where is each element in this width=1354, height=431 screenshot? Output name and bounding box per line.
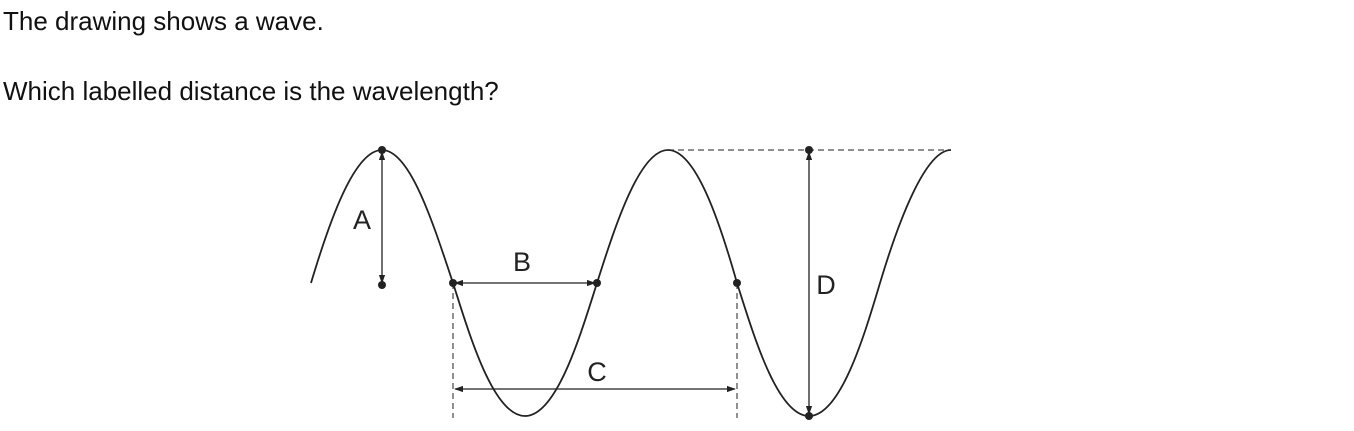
point-d-top: [805, 146, 813, 154]
question-prompt: Which labelled distance is the wavelengt…: [3, 76, 499, 106]
point-b-left: [449, 279, 457, 287]
point-b-right: [593, 279, 601, 287]
point-a-top: [378, 146, 386, 154]
label-c: C: [587, 357, 607, 387]
point-d-bottom: [805, 412, 813, 420]
label-d: D: [816, 270, 836, 300]
label-a: A: [353, 205, 371, 235]
point-c-node: [733, 279, 741, 287]
wave-curve: [310, 149, 952, 417]
point-a-bottom: [378, 281, 386, 289]
label-b: B: [513, 247, 531, 277]
question-statement: The drawing shows a wave.: [3, 6, 324, 36]
